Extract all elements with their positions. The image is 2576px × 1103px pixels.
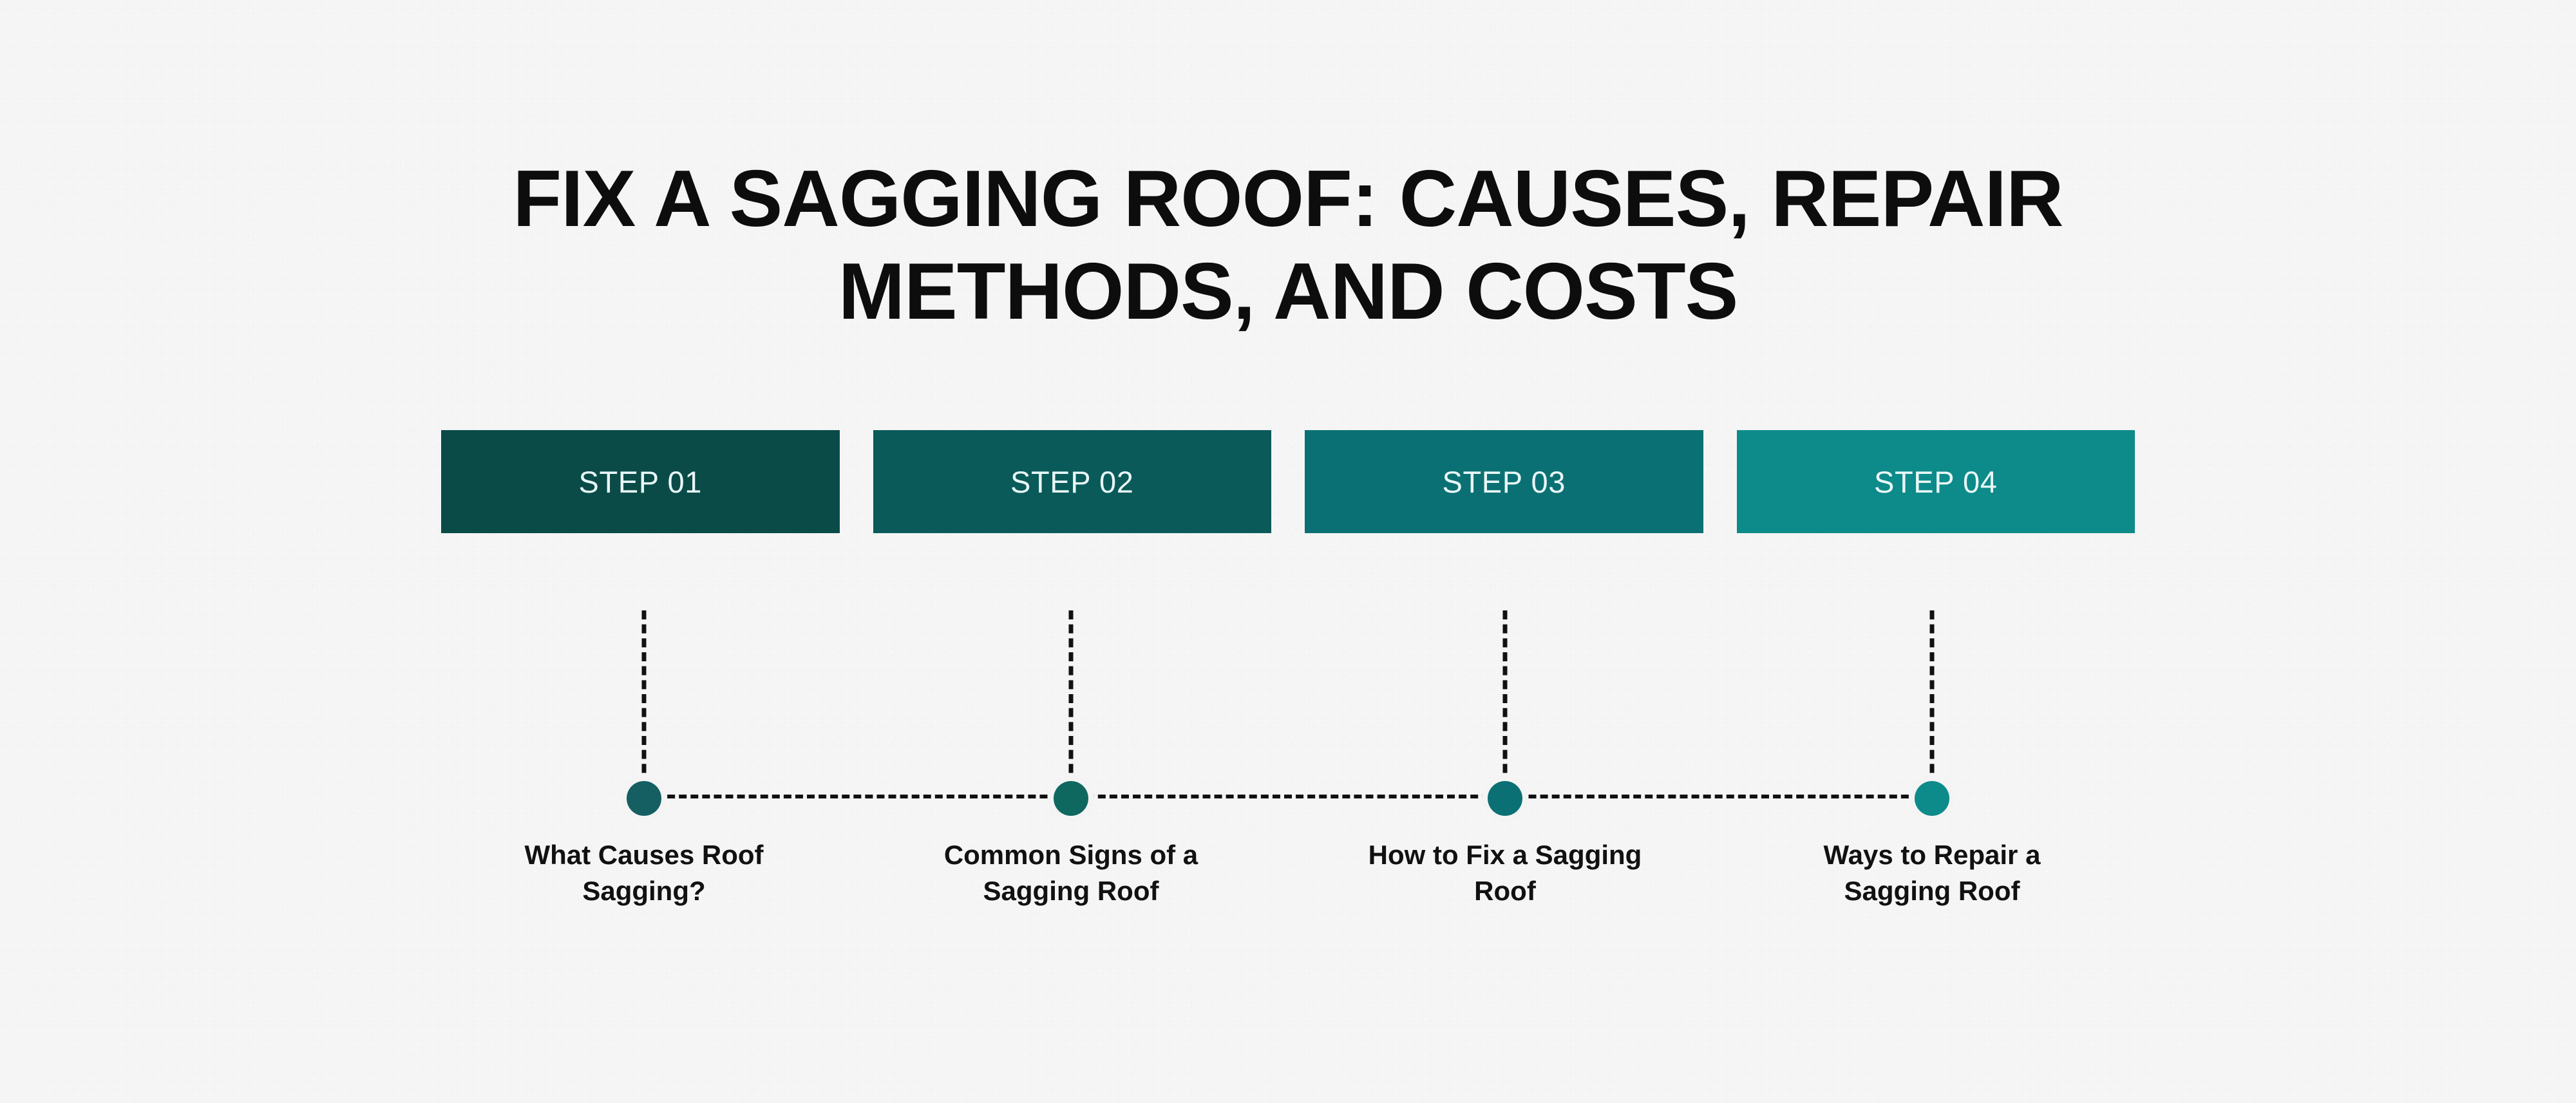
timeline-node-4[interactable]: [1915, 781, 1949, 816]
step-bar-label-4: STEP 04: [1874, 464, 1998, 499]
timeline-caption-3: How to Fix a Sagging Roof: [1368, 840, 1642, 907]
page-title: Fix a Sagging Roof: Causes, Repair Metho…: [513, 155, 2063, 336]
vertical-connector-line-1: [641, 610, 647, 787]
timeline-node-2[interactable]: [1054, 781, 1088, 816]
vertical-connector-line-4: [1929, 610, 1935, 787]
step-bar-label-1: STEP 01: [578, 464, 702, 499]
step-bar-1[interactable]: STEP 01: [441, 430, 840, 533]
step-bar-row: STEP 01 STEP 02 STEP 03 STEP 04: [441, 430, 2135, 533]
step-bar-label-3: STEP 03: [1442, 464, 1566, 499]
vertical-connector-line-2: [1068, 610, 1074, 787]
timeline-node-3[interactable]: [1488, 781, 1522, 816]
step-bar-2[interactable]: STEP 02: [873, 430, 1271, 533]
timeline-node-1[interactable]: [627, 781, 661, 816]
step-bar-label-2: STEP 02: [1010, 464, 1134, 499]
timeline: What Causes Roof Sagging? Common Signs o…: [0, 599, 2576, 906]
timeline-caption-1: What Causes Roof Sagging?: [524, 840, 764, 907]
timeline-caption-4: Ways to Repair a Sagging Roof: [1823, 840, 2041, 907]
timeline-caption-2: Common Signs of a Sagging Roof: [943, 840, 1198, 907]
horizontal-connector-line: [644, 795, 1932, 798]
step-bar-3[interactable]: STEP 03: [1305, 430, 1703, 533]
step-bar-4[interactable]: STEP 04: [1736, 430, 2135, 533]
vertical-connector-line-3: [1502, 610, 1508, 787]
